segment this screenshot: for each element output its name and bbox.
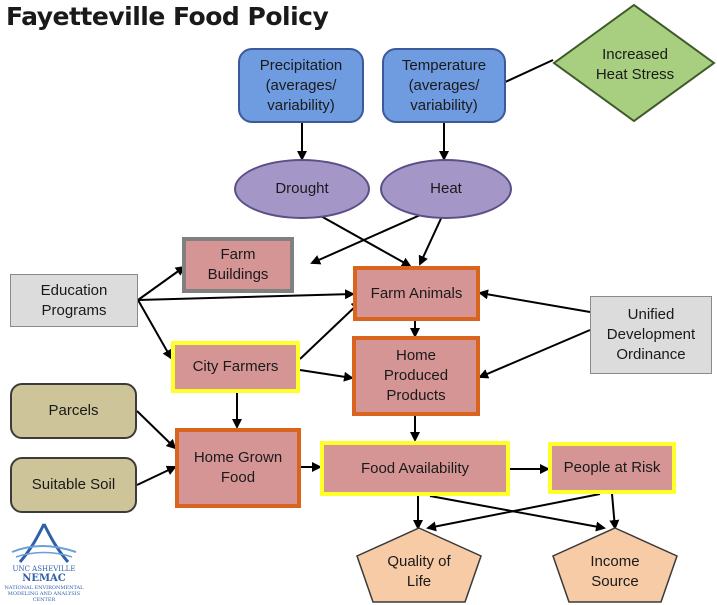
suitable-soil-box: Suitable Soil — [10, 457, 137, 513]
home-grown-food-box: Home Grown Food — [175, 428, 301, 508]
arrow-peopleatrisk-income — [609, 493, 620, 530]
logo-line-1: UNC ASHEVILLE — [12, 565, 76, 573]
arrow-heat-farmanimals — [418, 211, 445, 266]
drought-ellipse: Drought — [234, 159, 370, 219]
heat-ellipse: Heat — [380, 159, 512, 219]
arrow-cityfarmers-homeproduced — [299, 369, 354, 382]
arrow-parcels-homegrown — [136, 410, 177, 450]
people-at-risk-box: People at Risk — [548, 442, 676, 494]
quality-of-life-label: Quality of Life — [387, 553, 451, 590]
income-source-pentagon — [552, 527, 678, 603]
arrow-soil-homegrown — [136, 465, 177, 486]
nemac-logo-mark — [11, 523, 77, 563]
nemac-logo: UNC ASHEVILLE NEMAC NATIONAL ENVIRONMENT… — [2, 522, 86, 603]
farm-buildings-box: Farm Buildings — [182, 237, 294, 293]
unified-development-ordinance-box: Unified Development Ordinance — [590, 296, 712, 374]
arrow-education-farmbuildings — [137, 265, 186, 301]
heat-stress-label: Increased Heat Stress — [595, 46, 675, 83]
arrow-peopleatrisk-qualityoflife — [426, 493, 601, 532]
education-programs-box: Education Programs — [10, 274, 138, 327]
logo-line-2: NEMAC — [22, 573, 66, 584]
temperature-box: Temperature (averages/ variability) — [382, 48, 506, 123]
farm-animals-box: Farm Animals — [353, 266, 480, 321]
city-farmers-box: City Farmers — [171, 341, 300, 393]
arrow-udo-homeproduced — [478, 329, 591, 379]
logo-line-4: MODELING AND ANALYSIS CENTER — [7, 591, 81, 603]
arrow-education-farmanimals — [137, 289, 355, 301]
arrow-cityfarmers-farmanimals — [299, 300, 362, 360]
page-title: Fayetteville Food Policy — [6, 2, 329, 31]
arrow-foodavailability-income — [429, 495, 606, 532]
precipitation-box: Precipitation (averages/ variability) — [238, 48, 364, 123]
heat-stress-diamond — [552, 3, 716, 123]
home-produced-products-box: Home Produced Products — [352, 336, 480, 416]
arrow-education-cityfarmers — [137, 299, 172, 360]
arrow-heat-farmbuildings — [310, 211, 428, 265]
income-source-label: Income Source — [590, 553, 640, 590]
food-availability-box: Food Availability — [320, 441, 510, 496]
quality-of-life-pentagon — [356, 527, 482, 603]
logo-line-3: NATIONAL ENVIRONMENTAL — [4, 585, 84, 591]
arrow-udo-farmanimals — [478, 289, 591, 313]
parcels-box: Parcels — [10, 383, 137, 439]
